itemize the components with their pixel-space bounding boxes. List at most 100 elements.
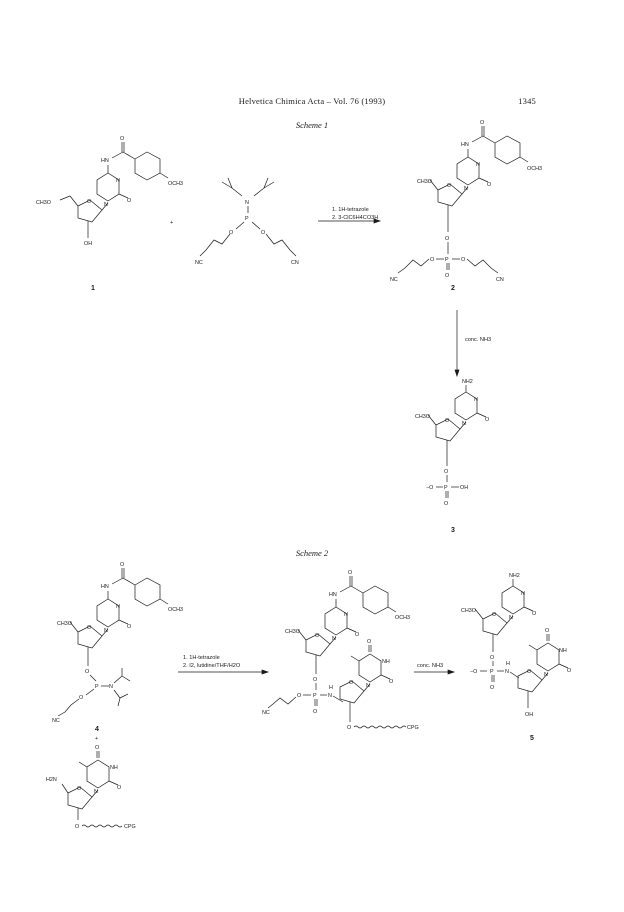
svg-text:P: P: [313, 693, 317, 699]
svg-text:O: O: [389, 679, 393, 685]
svg-text:NC: NC: [262, 710, 270, 716]
svg-text:O: O: [492, 612, 496, 618]
svg-text:O: O: [461, 257, 465, 263]
svg-text:P: P: [444, 485, 448, 491]
svg-text:2. I2, lutidine/THF/H2O: 2. I2, lutidine/THF/H2O: [183, 663, 241, 669]
compound-2-structure: O OCH3 HN N N O O CH3O O P O O NC O CN: [390, 120, 542, 283]
svg-text:O: O: [445, 236, 449, 242]
svg-text:CH3O: CH3O: [461, 608, 476, 614]
svg-text:CH3O: CH3O: [36, 200, 51, 206]
svg-text:CH3O: CH3O: [285, 629, 300, 635]
svg-text:NC: NC: [195, 260, 203, 266]
svg-text:CN: CN: [291, 260, 299, 266]
svg-text:H: H: [506, 661, 510, 667]
svg-text:O: O: [87, 199, 91, 205]
svg-text:O: O: [532, 611, 536, 617]
svg-text:OCH3: OCH3: [168, 607, 183, 613]
svg-text:conc. NH3: conc. NH3: [417, 663, 443, 669]
scheme-2-title: Scheme 2: [295, 548, 329, 558]
furanose-ring: [77, 199, 103, 223]
benzene-ring: [134, 151, 161, 181]
svg-text:O: O: [79, 695, 83, 701]
svg-text:O: O: [77, 786, 81, 792]
svg-text:N: N: [505, 669, 509, 675]
svg-text:OCH3: OCH3: [168, 181, 183, 187]
compound-2-number: 2: [451, 285, 455, 292]
svg-text:CN: CN: [496, 277, 504, 283]
svg-text:CH3O: CH3O: [417, 179, 432, 185]
page-number: 1345: [518, 96, 536, 106]
svg-text:O: O: [487, 182, 491, 188]
svg-text:O: O: [480, 120, 484, 126]
svg-text:NC: NC: [52, 718, 60, 724]
svg-text:NH: NH: [559, 648, 567, 654]
svg-text:N: N: [328, 693, 332, 699]
svg-text:O: O: [445, 273, 449, 279]
svg-text:CPG: CPG: [407, 725, 419, 731]
svg-text:O: O: [444, 501, 448, 507]
svg-text:O: O: [95, 745, 99, 751]
svg-text:N: N: [245, 200, 249, 206]
svg-text:N: N: [116, 604, 120, 610]
compound-4-structure: O OCH3 HN N N O O CH3O O P N O NC: [52, 562, 183, 724]
svg-text:HN: HN: [461, 142, 469, 148]
svg-text:CPG: CPG: [124, 824, 136, 830]
svg-text:CH3O: CH3O: [57, 621, 72, 627]
svg-text:NH2: NH2: [462, 379, 473, 385]
svg-text:HN: HN: [101, 158, 109, 164]
svg-text:OH: OH: [460, 485, 468, 491]
thymidine-cpg-structure: O NH N O O H2N O CPG: [46, 745, 136, 830]
svg-text:O: O: [347, 725, 351, 731]
svg-text:O: O: [445, 418, 449, 424]
svg-text:NC: NC: [390, 277, 398, 283]
svg-text:NH: NH: [110, 765, 118, 771]
svg-text:O: O: [348, 570, 352, 576]
svg-text:OCH3: OCH3: [395, 615, 410, 621]
svg-text:O: O: [367, 639, 371, 645]
svg-text:O: O: [315, 633, 319, 639]
svg-text:N: N: [474, 397, 478, 403]
svg-text:1. 1H-tetrazole: 1. 1H-tetrazole: [332, 207, 369, 213]
svg-text:N: N: [109, 684, 113, 690]
svg-text:O: O: [87, 625, 91, 631]
plus-sign: +: [170, 220, 173, 226]
svg-text:O: O: [527, 669, 531, 675]
plus-sign-2: +: [95, 736, 98, 742]
svg-text:−O: −O: [470, 669, 477, 675]
svg-text:P: P: [95, 684, 99, 690]
svg-text:2. 3-ClC6H4CO3H: 2. 3-ClC6H4CO3H: [332, 215, 378, 221]
svg-text:O: O: [447, 183, 451, 189]
svg-text:O: O: [297, 693, 301, 699]
carbonyl-o-label: O: [120, 136, 124, 142]
svg-text:−O: −O: [426, 485, 433, 491]
svg-text:NH: NH: [382, 659, 390, 665]
svg-text:O: O: [490, 655, 494, 661]
svg-text:N: N: [521, 591, 525, 597]
phosphoramidite-reagent: N P O O NC CN: [195, 177, 299, 266]
svg-text:N: N: [344, 612, 348, 618]
svg-text:O: O: [444, 469, 448, 475]
svg-text:N: N: [116, 178, 120, 184]
compound-5-structure: NH2 N N O O CH3O O P O −O N H O NH N O O: [461, 573, 571, 718]
svg-text:P: P: [490, 669, 494, 675]
compound-3-structure: NH2 N N O O CH3O O P O −O OH: [415, 379, 489, 507]
svg-text:O: O: [75, 824, 79, 830]
svg-text:OCH3: OCH3: [527, 166, 542, 172]
compound-1-structure: O OCH3 HN N N O O CH3O OH: [36, 136, 183, 247]
svg-text:conc. NH3: conc. NH3: [465, 337, 491, 343]
svg-text:O: O: [261, 230, 265, 236]
svg-text:O: O: [490, 685, 494, 691]
svg-text:O: O: [85, 669, 89, 675]
svg-text:O: O: [485, 417, 489, 423]
intermediate-dimer-structure: O OCH3 HN N N O O CH3O O P O O NC N H O: [262, 570, 419, 731]
svg-text:HN: HN: [101, 584, 109, 590]
svg-text:O: O: [355, 632, 359, 638]
svg-text:O: O: [567, 668, 571, 674]
svg-text:O: O: [120, 562, 124, 568]
svg-text:O: O: [349, 680, 353, 686]
svg-text:O: O: [229, 230, 233, 236]
svg-text:O: O: [545, 628, 549, 634]
running-header: Helvetica Chimica Acta – Vol. 76 (1993): [238, 96, 386, 106]
svg-text:NH2: NH2: [509, 573, 520, 579]
